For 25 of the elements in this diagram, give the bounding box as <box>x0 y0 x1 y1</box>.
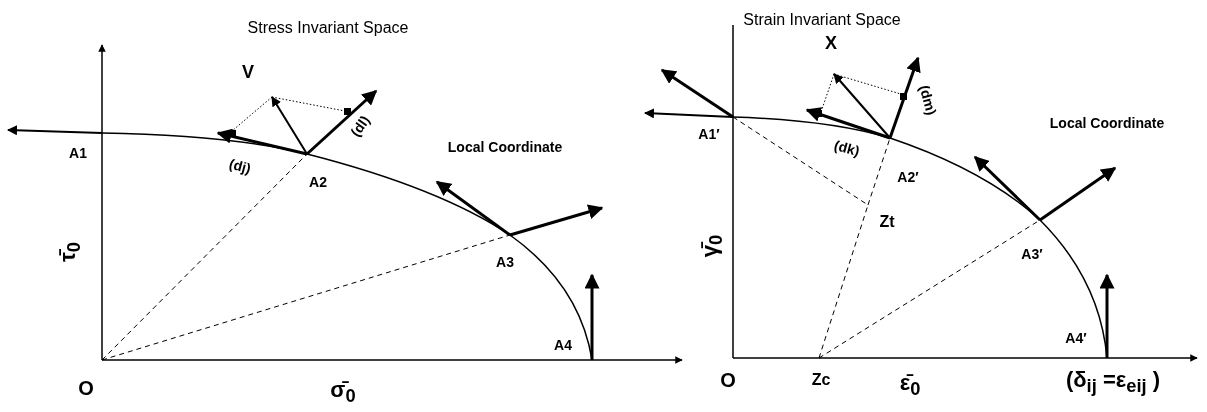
annotation-text: Local Coordinate <box>447 139 563 155</box>
point-label: A3′ <box>1021 246 1043 262</box>
point-label: A2′ <box>897 169 919 185</box>
axis-label: ε̄$_{0}$ <box>899 369 921 401</box>
axis-label: σ̄$_{0}$ <box>330 376 356 408</box>
point-label: A2 <box>309 174 327 190</box>
component-label: (dj) <box>227 155 253 177</box>
point-label: A1′ <box>698 126 720 142</box>
point-label: A4 <box>554 337 572 353</box>
annotation-text: Local Coordinate <box>1049 115 1165 131</box>
panel-title: Stress Invariant Space <box>247 19 409 37</box>
origin-label: O <box>78 376 94 400</box>
point-label: A1 <box>69 145 87 161</box>
point-label: Zc <box>811 371 831 389</box>
component-label: (dl) <box>347 112 373 140</box>
point-label: A4′ <box>1065 330 1087 346</box>
panel-title: Strain Invariant Space <box>743 11 901 29</box>
axis-label: (δ$_{ij}$ =ε$_{eij}$ ) <box>1065 366 1161 398</box>
component-label: (dk) <box>832 136 862 160</box>
vector-label: X <box>825 32 837 54</box>
point-label: A3 <box>496 254 514 270</box>
point-label: Zt <box>879 213 895 231</box>
vector-label: V <box>242 61 254 83</box>
origin-label: O <box>720 368 736 392</box>
component-label: (dm) <box>916 83 940 117</box>
